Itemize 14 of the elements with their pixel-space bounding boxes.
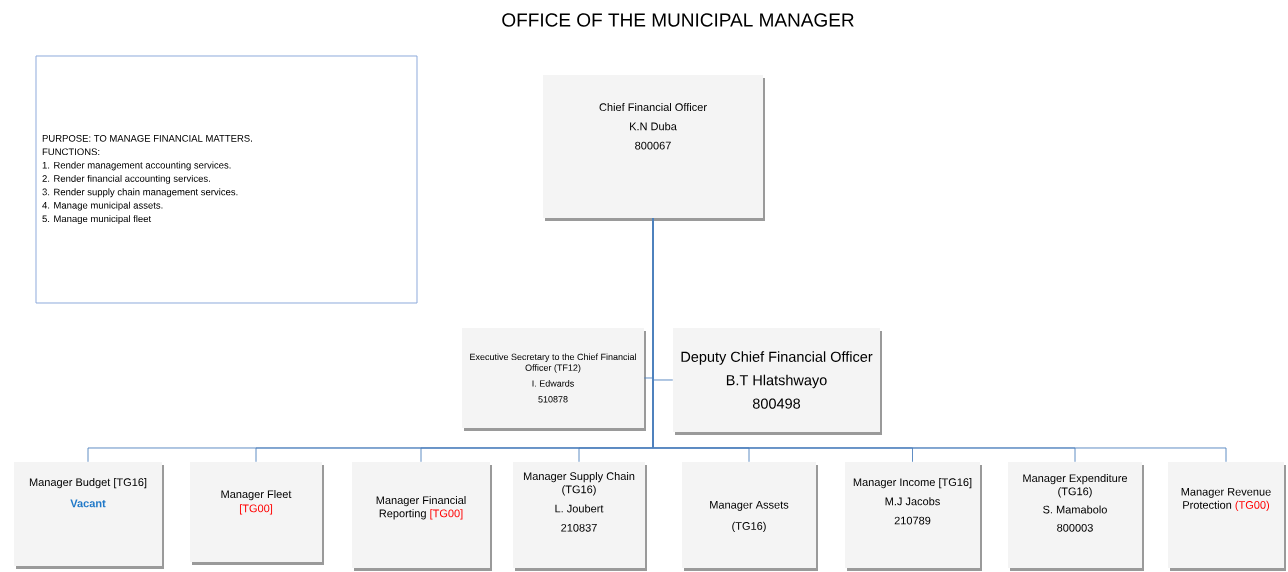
- connector: [652, 217, 1227, 463]
- position-box: Deputy Chief Financial Officer B.T Hlatshwayo 800498: [673, 328, 882, 435]
- position-box: Manager Fleet [TG00]: [190, 462, 324, 565]
- position-box: Manager Revenue Protection (TG00): [1168, 462, 1286, 571]
- position-box: Manager Supply Chain (TG16) L. Joubert 210837: [513, 462, 647, 571]
- position-box: Manager Assets (TG16): [682, 462, 818, 571]
- position-box: Executive Secretary to the Chief Financial Officer (TF12) I. Edwards 510878: [462, 328, 646, 431]
- position-box: Manager Expenditure (TG16) S. Mamabolo 800003: [1008, 462, 1144, 571]
- text-box: PURPOSE: TO MANAGE FINANCIAL MATTERS. FUNCTIONS: 1. Render management accounting services. 2. Render financial accounting services. 3. Render supply chain management services. 4. Manage municipal assets. 5. Manage municipal fleet: [35, 55, 418, 304]
- position-box: Manager Income [TG16] M.J Jacobs 210789: [845, 462, 982, 571]
- position-box: Manager Budget [TG16] Vacant: [14, 462, 164, 569]
- position-box: Manager Financial Reporting [TG00]: [352, 462, 492, 571]
- position-box: Chief Financial Officer K.N Duba 800067: [543, 75, 765, 221]
- title: OFFICE OF THE MUNICIPAL MANAGER: [502, 13, 854, 27]
